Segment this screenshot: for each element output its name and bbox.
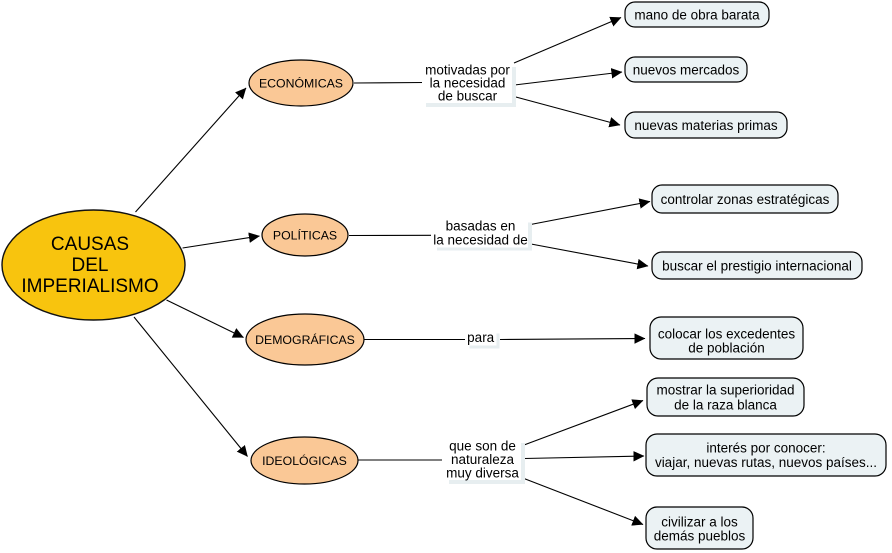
svg-text:colocar los excedentes: colocar los excedentes (658, 327, 796, 342)
svg-text:basadas en: basadas en (446, 219, 516, 234)
svg-text:demás pueblos: demás pueblos (654, 529, 746, 544)
svg-text:de población: de población (688, 341, 765, 356)
svg-text:la necesidad: la necesidad (430, 76, 506, 91)
svg-text:de buscar: de buscar (438, 89, 498, 104)
svg-text:que son de: que son de (449, 439, 516, 454)
svg-text:IDEOLÓGICAS: IDEOLÓGICAS (262, 453, 347, 468)
svg-text:interés por conocer:: interés por conocer: (706, 441, 825, 456)
svg-text:DEL: DEL (72, 255, 109, 276)
svg-text:ECONÓMICAS: ECONÓMICAS (259, 75, 343, 90)
svg-text:mano de obra barata: mano de obra barata (634, 7, 760, 22)
svg-text:para: para (467, 330, 495, 345)
svg-text:naturaleza: naturaleza (451, 452, 515, 467)
svg-text:muy diversa: muy diversa (446, 466, 519, 481)
svg-text:POLÍTICAS: POLÍTICAS (273, 227, 337, 242)
svg-text:mostrar la superioridad: mostrar la superioridad (656, 383, 794, 398)
svg-text:motivadas por: motivadas por (425, 63, 510, 78)
svg-text:civilizar a los: civilizar a los (661, 515, 738, 530)
svg-text:nuevas materias primas: nuevas materias primas (634, 118, 778, 133)
svg-text:IMPERIALISMO: IMPERIALISMO (21, 276, 158, 297)
svg-text:la necesidad de: la necesidad de (433, 233, 528, 248)
svg-text:controlar zonas estratégicas: controlar zonas estratégicas (661, 192, 830, 207)
svg-text:DEMOGRÁFICAS: DEMOGRÁFICAS (255, 332, 355, 347)
svg-text:CAUSAS: CAUSAS (51, 234, 129, 255)
svg-text:nuevos mercados: nuevos mercados (633, 62, 740, 77)
svg-text:viajar, nuevas rutas, nuevos p: viajar, nuevas rutas, nuevos países... (655, 455, 877, 470)
svg-text:buscar el prestigio internacio: buscar el prestigio internacional (662, 259, 852, 274)
svg-text:de la raza blanca: de la raza blanca (674, 398, 777, 413)
